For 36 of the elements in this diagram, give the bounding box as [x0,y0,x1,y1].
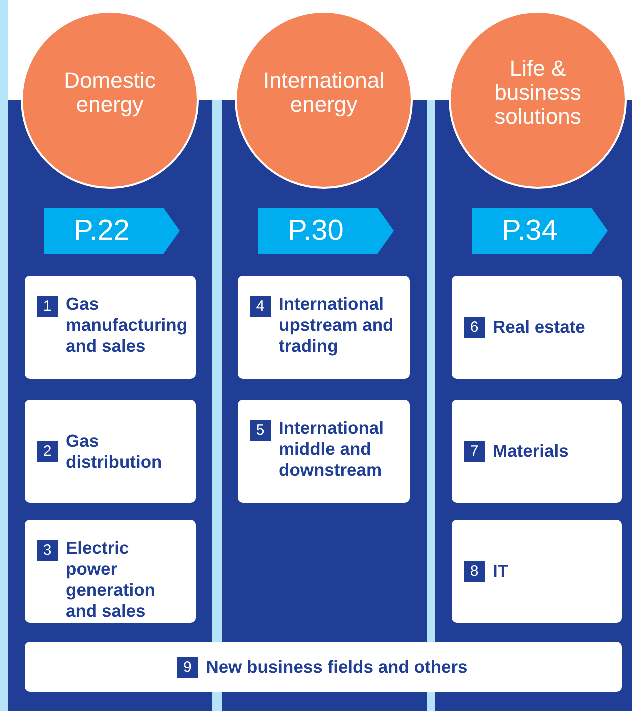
page-tag [472,208,608,254]
segment-title: International energy [263,69,385,117]
page-number: P.30 [288,214,344,248]
business-label: New business fields and others [206,656,468,678]
page-number: P.34 [502,214,558,248]
page-tag [258,208,394,254]
segment-title: Domestic energy [63,69,157,117]
number-badge: 6 [464,317,485,338]
business-card [25,400,196,503]
business-label: Gas distribution [66,430,164,472]
business-label: Materials [493,441,569,462]
business-label: IT [493,561,509,582]
business-label: International upstream and trading [279,294,395,357]
business-label: Electric power generation and sales [66,538,156,622]
business-label: International middle and downstream [279,418,386,481]
business-label: Real estate [493,317,586,338]
number-badge: 2 [37,441,58,462]
number-badge: 8 [464,561,485,582]
page-number: P.22 [74,214,130,248]
business-card [25,276,196,379]
number-badge: 5 [250,420,271,441]
number-badge: 7 [464,441,485,462]
business-card [238,276,410,379]
business-card [25,520,196,623]
number-badge: 4 [250,296,271,317]
business-label: Gas manufacturing and sales [66,294,188,357]
number-badge: 3 [37,540,58,561]
number-badge: 1 [37,296,58,317]
page-tag [44,208,180,254]
segment-title: Life & business solutions [494,57,582,129]
business-card [25,642,622,692]
business-card [452,520,622,623]
business-card [238,400,410,503]
business-card [452,400,622,503]
number-badge: 9 [177,656,198,678]
business-card [452,276,622,379]
